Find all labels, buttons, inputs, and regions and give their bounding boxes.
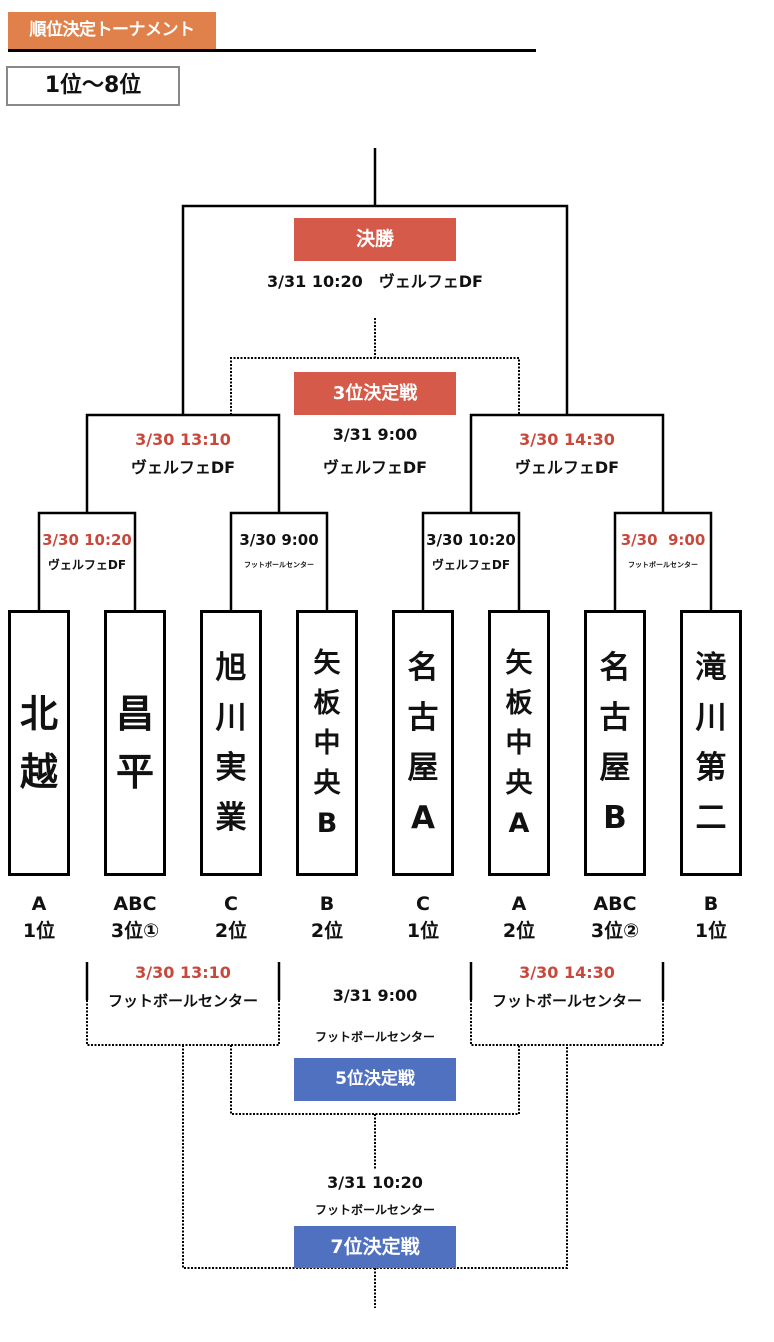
final-info: 3/31 10:20 ヴェルフェDF [267, 272, 483, 291]
team-seed-rank: 1位 [406, 920, 440, 942]
third-place-label: 3位決定戦 [294, 372, 456, 415]
third-place-bracket [230, 357, 520, 415]
team-seed-rank: 3位① [110, 920, 160, 942]
team-box: 北越 [8, 610, 70, 876]
page-title: 順位決定トーナメント [8, 12, 216, 49]
cons-semi-2-venue: フットボールセンター [491, 992, 642, 1010]
team-seed-group: C [224, 893, 238, 915]
team-seed-rank: 1位 [694, 920, 728, 942]
team-box: 旭川実業 [200, 610, 262, 876]
cons-semi-1-time: 3/30 13:10 [135, 963, 231, 982]
quarter-3-venue: ヴェルフェDF [431, 558, 511, 572]
quarter-4-time: 3/30 9:00 [620, 531, 706, 549]
quarter-1-time: 3/30 10:20 [42, 531, 132, 549]
team-name-char: B [316, 807, 338, 839]
winners-bracket-lines [37, 148, 713, 1000]
team-name-char: 中 [505, 727, 533, 759]
quarter-bracket-4 [613, 511, 713, 611]
semi-1-time: 3/30 13:10 [135, 430, 231, 449]
team-name-char: 北 [19, 692, 58, 736]
semi-2-time: 3/30 14:30 [519, 430, 615, 449]
team-name-char: 越 [19, 750, 58, 794]
final-bracket [181, 204, 569, 415]
quarter-bracket-1 [37, 511, 137, 611]
team-name-char: 二 [695, 799, 727, 836]
team-name-char: 名 [599, 649, 631, 686]
team-seed-rank: 2位 [214, 920, 248, 942]
title-divider [8, 49, 536, 52]
fifth-place-label: 5位決定戦 [294, 1058, 456, 1101]
quarter-3-time: 3/30 10:20 [426, 531, 516, 549]
final-label: 決勝 [294, 218, 456, 261]
seventh-place-label: 7位決定戦 [294, 1226, 456, 1268]
cons-semi-2-time: 3/30 14:30 [519, 963, 615, 982]
team-name-char: 中 [313, 727, 341, 759]
team-name-char: 第 [695, 749, 727, 786]
team-name-char: 板 [505, 687, 533, 719]
team-box: 滝川第二 [680, 610, 742, 876]
team-seed-group: A [31, 893, 47, 915]
team-name-char: 実 [215, 749, 247, 786]
semi-1-venue: ヴェルフェDF [130, 458, 236, 477]
losers-bracket-lines [86, 318, 664, 1308]
quarter-2-time: 3/30 9:00 [239, 531, 319, 549]
fifth-place-time: 3/31 9:00 [332, 986, 418, 1005]
third-place-time: 3/31 9:00 [332, 425, 418, 444]
team-name-char: 央 [313, 767, 341, 799]
team-seed-rank: 2位 [310, 920, 344, 942]
semi-2-venue: ヴェルフェDF [514, 458, 620, 477]
team-seed-rank: 2位 [502, 920, 536, 942]
team-name-char: 業 [215, 799, 247, 836]
team-name-char: 名 [407, 649, 439, 686]
team-name-char: 古 [599, 699, 631, 736]
cons-semi-1-venue: フットボールセンター [107, 992, 258, 1010]
team-name-char: 板 [313, 687, 341, 719]
team-name-char: 平 [115, 750, 154, 794]
third-place-venue: ヴェルフェDF [322, 458, 428, 477]
quarter-1-venue: ヴェルフェDF [47, 558, 127, 572]
team-seed-group: A [511, 893, 527, 915]
range-label: 1位〜8位 [6, 66, 180, 106]
team-seed-rank: 3位② [590, 920, 640, 942]
team-name-char: 屋 [407, 749, 439, 786]
team-seed-group: ABC [593, 893, 637, 915]
quarter-2-venue: フットボールセンター [244, 561, 314, 569]
team-name-char: 古 [407, 699, 439, 736]
quarter-bracket-3 [421, 511, 521, 611]
team-name-char: 屋 [599, 749, 631, 786]
team-name-char: 昌 [115, 692, 154, 736]
semi-bracket-left [85, 413, 281, 513]
team-name-char: B [603, 799, 627, 836]
team-box: 昌平 [104, 610, 166, 876]
seventh-place-time: 3/31 10:20 [327, 1173, 423, 1192]
team-name-char: 央 [505, 767, 533, 799]
team-seed-rank: 1位 [22, 920, 56, 942]
team-name-char: 川 [695, 699, 727, 736]
team-name-char: 矢 [313, 647, 341, 679]
fifth-place-venue: フットボールセンター [314, 1030, 435, 1044]
quarter-4-venue: フットボールセンター [628, 561, 698, 569]
team-seed-group: C [416, 893, 430, 915]
team-name-char: A [411, 799, 435, 836]
team-name-char: 滝 [695, 649, 727, 686]
team-name-char: 川 [215, 699, 247, 736]
team-seed-group: B [319, 893, 335, 915]
semi-bracket-right [469, 413, 665, 513]
team-seed-group: ABC [113, 893, 157, 915]
team-name-char: A [508, 807, 530, 839]
team-seed-group: B [703, 893, 719, 915]
team-name-char: 矢 [505, 647, 533, 679]
quarter-bracket-2 [229, 511, 329, 611]
seventh-place-venue: フットボールセンター [314, 1203, 435, 1217]
team-name-char: 旭 [215, 649, 247, 686]
